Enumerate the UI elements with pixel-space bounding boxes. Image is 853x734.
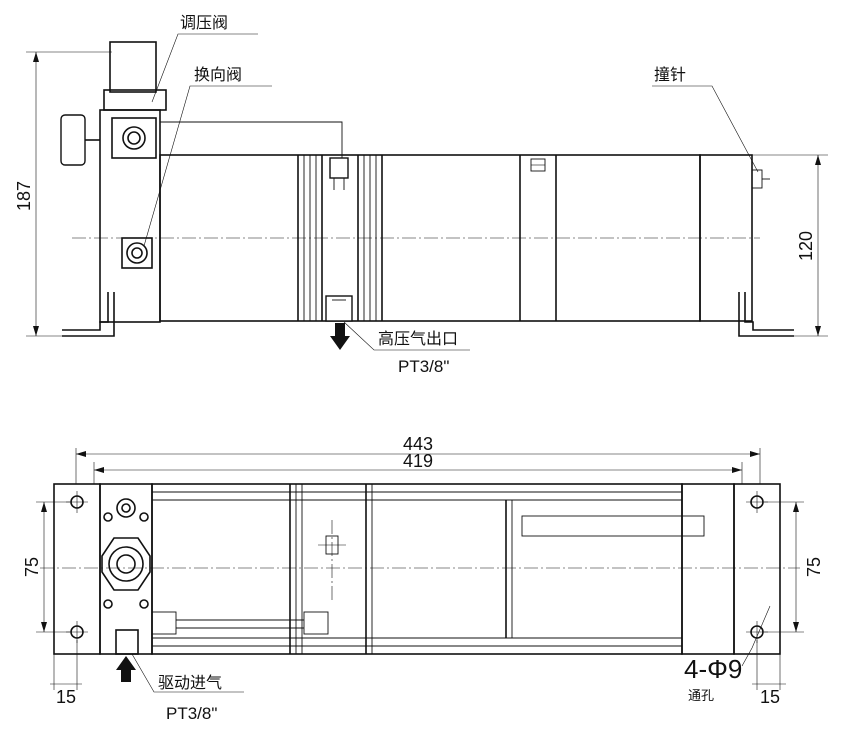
drive-inlet-label: 驱动进气 [158,673,222,692]
top-view [36,448,804,693]
dim-mount-spacing-left: 75 [22,557,42,577]
dim-edge-offset-left: 15 [56,687,76,707]
dim-body-height: 120 [796,231,816,261]
front-view [26,33,828,351]
drive-inlet-thread: PT3/8" [166,704,217,723]
dim-overall-length: 443 [403,434,433,454]
hp-outlet-label: 高压气出口 [378,329,458,348]
pressure-valve-label: 调压阀 [180,13,228,32]
dim-mount-spacing-right: 75 [804,557,824,577]
holes-type-label: 通孔 [688,689,714,704]
dim-body-length: 419 [403,451,433,471]
dim-front-height: 187 [14,181,34,211]
holes-spec-label: 4-Φ9 [684,654,742,684]
hp-outlet-thread: PT3/8" [398,357,449,376]
dim-edge-offset-right: 15 [760,687,780,707]
striker-label: 撞针 [654,65,686,84]
reversing-valve-label: 换向阀 [194,65,242,84]
